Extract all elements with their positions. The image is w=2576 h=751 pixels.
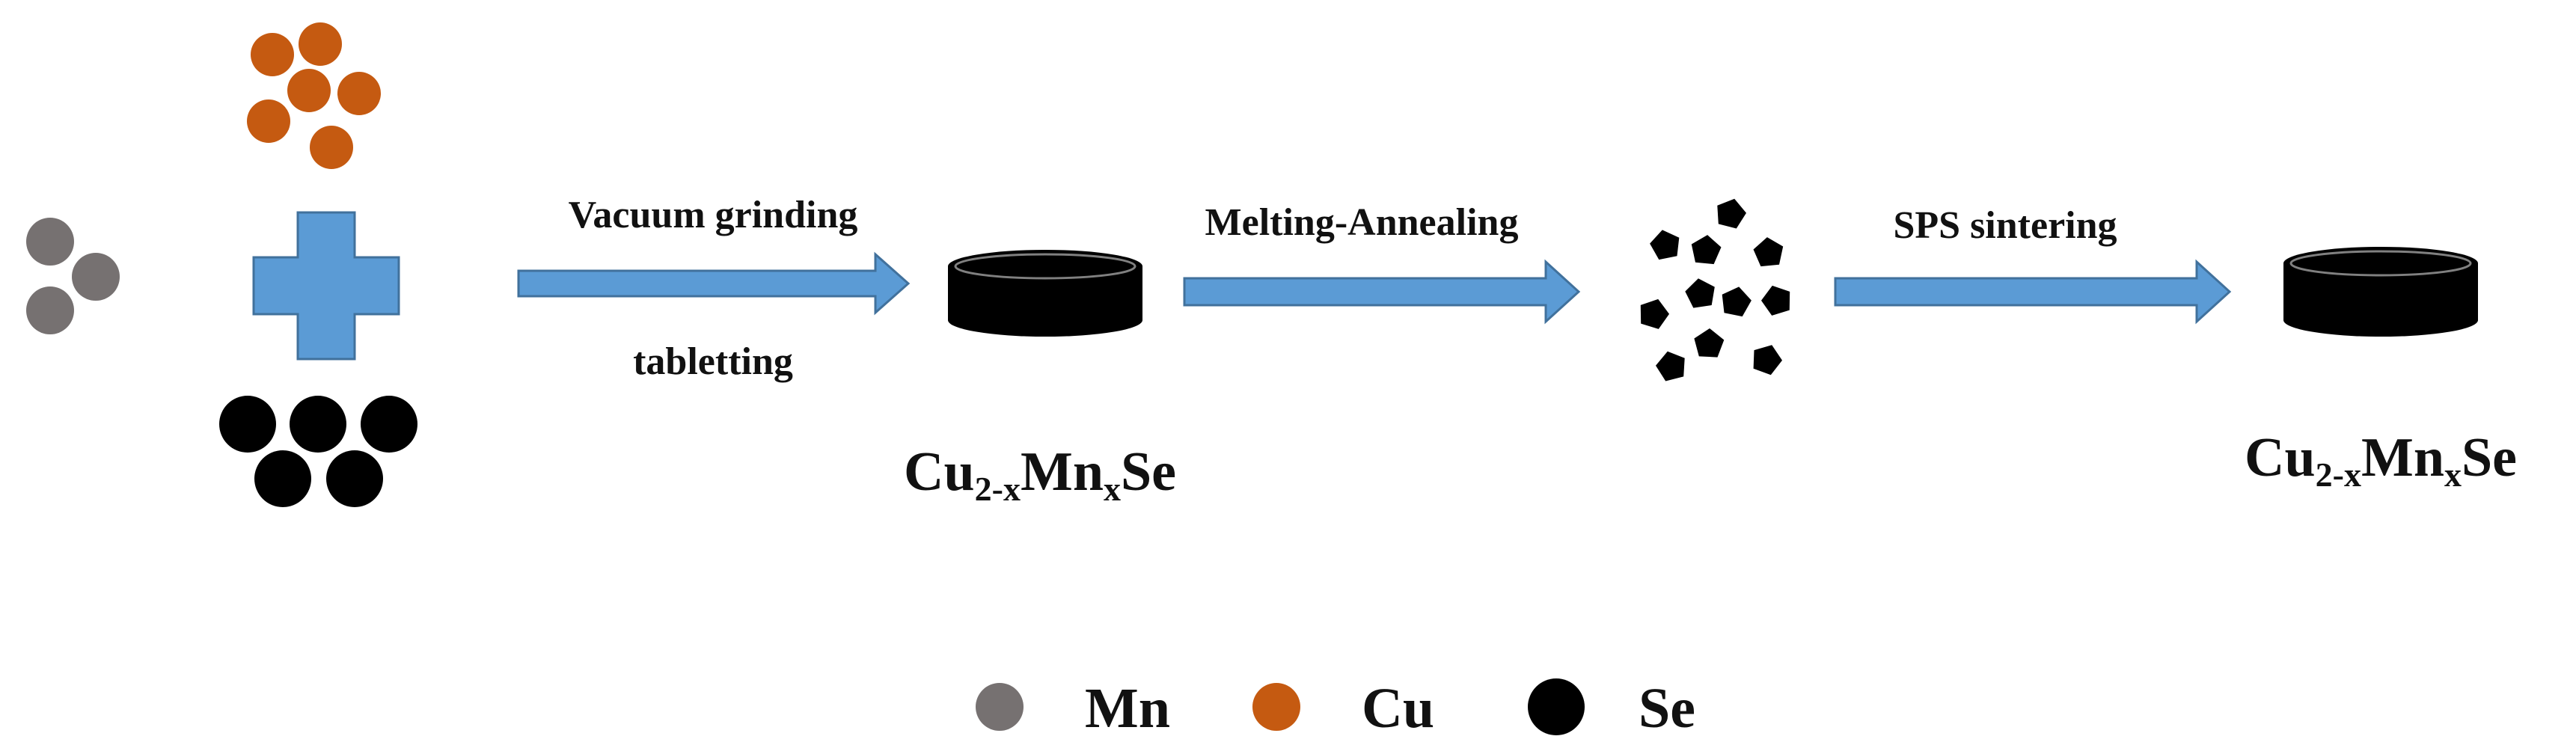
- cu-particle: [337, 72, 381, 115]
- powder-particle: [1694, 328, 1725, 358]
- se-particle: [254, 450, 311, 507]
- legend-label-se: Se: [1639, 677, 1695, 740]
- powder-particle: [1691, 235, 1722, 265]
- se-particle: [290, 396, 346, 453]
- product-formula-1: Cu2-xMnxSe: [904, 441, 1176, 508]
- legend-marker-mn: [976, 683, 1024, 731]
- powder-pentagons: [1640, 198, 1790, 381]
- cu-particle: [310, 126, 353, 169]
- powder-particle: [1685, 278, 1715, 308]
- mn-particle: [26, 218, 74, 266]
- powder-particle: [1640, 298, 1669, 329]
- cu-particle: [287, 69, 331, 112]
- powder-particle: [1717, 198, 1746, 229]
- legend: Mn Cu Se: [976, 677, 1695, 740]
- plus-icon: [252, 211, 400, 361]
- mn-particle: [72, 253, 120, 301]
- step1-label-top: Vacuum grinding: [569, 194, 858, 236]
- se-particle: [326, 450, 383, 507]
- legend-label-cu: Cu: [1362, 677, 1434, 740]
- powder-particle: [1722, 286, 1752, 317]
- powder-particle: [1761, 285, 1790, 316]
- legend-marker-cu: [1252, 683, 1300, 731]
- powder-particle: [1650, 230, 1680, 260]
- arrow-step1-icon: [517, 251, 911, 316]
- product-formula-2: Cu2-xMnxSe: [2245, 427, 2517, 494]
- powder-particle: [1753, 237, 1784, 267]
- mn-particle: [26, 286, 74, 334]
- arrow-step3-icon: [1834, 259, 2232, 325]
- se-particle: [219, 396, 276, 453]
- arrow-step2-icon: [1183, 259, 1581, 325]
- se-particles: [219, 396, 417, 507]
- cu-particle: [247, 99, 290, 143]
- pellet-icon: [2283, 247, 2478, 337]
- legend-marker-se: [1528, 678, 1585, 735]
- step1-label-bottom: tabletting: [633, 340, 793, 383]
- legend-label-mn: Mn: [1085, 677, 1170, 740]
- pellet-icon: [948, 250, 1142, 337]
- powder-particle: [1656, 351, 1685, 381]
- step3-label: SPS sintering: [1893, 204, 2117, 247]
- cu-particle: [299, 22, 342, 66]
- step2-label: Melting-Annealing: [1205, 201, 1519, 244]
- mn-particles: [26, 218, 120, 334]
- se-particle: [361, 396, 417, 453]
- powder-particle: [1753, 345, 1782, 376]
- cu-particle: [251, 33, 294, 76]
- cu-particles: [247, 22, 381, 169]
